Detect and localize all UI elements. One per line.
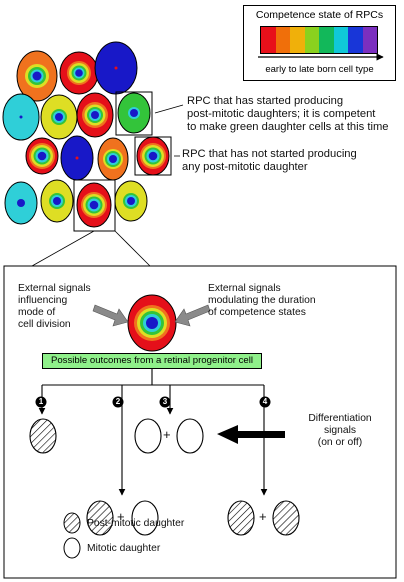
key-postmitotic-label: Post-mitotic daughter: [87, 518, 185, 529]
rpc-cell: [60, 135, 94, 181]
legend-swatch: [275, 27, 290, 53]
outcome-number-3: [159, 396, 171, 408]
outcome-number-label: 2: [115, 397, 121, 406]
not-producing-annotation: RPC that has not started producing any p…: [182, 148, 357, 174]
rpc-cluster: [2, 41, 172, 232]
rpc-cell: [94, 41, 138, 95]
legend-title: Competence state of RPCs: [255, 9, 384, 21]
legend-swatch: [333, 27, 348, 53]
mitotic-daughter: [131, 500, 159, 536]
rpc-cell: [114, 180, 148, 222]
outcome-number-label: 1: [38, 397, 44, 406]
outcome-number-label: 3: [162, 397, 168, 406]
signals-right-label: External signals modulating the duration…: [208, 283, 316, 319]
label-line: cell division: [18, 319, 71, 330]
postmitotic-daughter: [227, 500, 255, 536]
key-postmitotic-icon: [63, 512, 81, 534]
producing-annotation: RPC that has started producing post-mito…: [187, 95, 388, 134]
label-line: (on or off): [317, 437, 363, 448]
legend-swatch: [348, 27, 363, 53]
outcome-number-2: [112, 396, 124, 408]
key-mitotic-label: Mitotic daughter: [87, 543, 161, 554]
postmitotic-daughter: [272, 500, 300, 536]
rpc-cell: [76, 92, 114, 138]
rpc-cell: [40, 94, 78, 140]
rpc-cell-producing: [115, 91, 153, 136]
legend-subtitle: early to late born cell type: [265, 64, 374, 75]
zoom-line: [114, 230, 151, 267]
rpc-cell: [40, 179, 74, 223]
signal-arrow-right: [174, 304, 211, 327]
label-line: influencing: [18, 295, 68, 306]
annotation-line: post-mitotic daughters; it is competent: [187, 108, 376, 120]
rpc-cell: [2, 93, 40, 141]
producing-connector: [154, 104, 184, 114]
postmitotic-daughter: [86, 500, 114, 536]
label-line: of competence states: [208, 307, 306, 318]
label-line: mode of: [18, 307, 56, 318]
outcomes-title: Possible outcomes from a retinal progeni…: [42, 353, 262, 369]
label-line: External signals: [18, 283, 91, 294]
zoom-line: [31, 230, 95, 267]
annotation-line: any post-mitotic daughter: [182, 161, 308, 173]
legend-swatches: [260, 26, 378, 54]
rpc-cell: [25, 137, 59, 175]
annotation-line: to make green daughter cells at this tim…: [187, 121, 389, 133]
legend-swatch: [362, 27, 377, 53]
progenitor-cell: [127, 294, 177, 352]
differentiation-arrow: [217, 425, 285, 444]
rpc-cell-not-producing: [134, 136, 172, 176]
legend-swatch: [304, 27, 319, 53]
rpc-cell: [4, 181, 38, 225]
outcome-number-label: 4: [262, 397, 268, 406]
signal-arrow-left: [92, 304, 129, 327]
postmitotic-daughter: [29, 418, 57, 454]
mitotic-daughter: [134, 418, 162, 454]
plus-sign: +: [163, 427, 171, 442]
annotation-line: RPC that has not started producing: [182, 148, 357, 160]
outcome-number-4: [259, 396, 271, 408]
differentiation-label: Differentiation signals (on or off): [295, 413, 385, 449]
mitotic-daughter: [176, 418, 204, 454]
annotation-line: RPC that has started producing: [187, 95, 344, 107]
label-line: Differentiation: [308, 413, 372, 424]
legend-swatch: [261, 27, 276, 53]
legend-swatch: [319, 27, 334, 53]
rpc-cell: [59, 51, 99, 95]
label-line: External signals: [208, 283, 281, 294]
plus-sign: +: [259, 509, 267, 524]
label-line: signals: [323, 425, 357, 436]
rpc-cell: [97, 137, 129, 181]
outcomes-panel: [3, 265, 397, 579]
rpc-cell-selected: [73, 179, 116, 232]
key-mitotic-icon: [63, 537, 81, 559]
outcome-number-1: [35, 396, 47, 408]
legend-swatch: [290, 27, 305, 53]
signals-left-label: External signals influencing mode of cel…: [18, 283, 91, 331]
label-line: modulating the duration: [208, 295, 316, 306]
rpc-cell: [16, 50, 58, 102]
producing-highlight-box: [115, 91, 153, 136]
plus-sign: +: [117, 509, 125, 524]
competence-legend: Competence state of RPCs early to late b…: [243, 5, 396, 81]
not-producing-highlight-box: [134, 136, 172, 176]
